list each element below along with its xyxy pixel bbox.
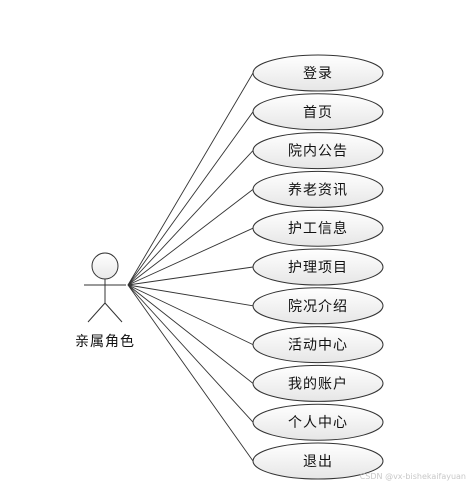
association-line <box>127 284 254 307</box>
actor-label: 亲属角色 <box>75 333 135 350</box>
use-case-ellipse <box>252 403 384 441</box>
association-line <box>127 72 254 286</box>
association-line <box>127 227 254 286</box>
watermark: CSDN @vx-bishekaifayuan <box>359 472 466 481</box>
use-case-label: 登录 <box>303 66 333 82</box>
actor-right-leg <box>104 302 123 323</box>
association-line <box>127 284 254 462</box>
use-case: 个人中心 <box>252 403 384 441</box>
use-case-label: 个人中心 <box>288 415 348 431</box>
use-case: 院况介绍 <box>252 287 384 325</box>
association-line <box>127 284 254 384</box>
use-case: 登录 <box>252 54 384 92</box>
association-line <box>127 189 254 286</box>
use-case: 退出 <box>252 442 384 480</box>
use-case-label: 我的账户 <box>288 375 348 392</box>
use-case: 我的账户 <box>252 364 384 402</box>
use-case-label: 退出 <box>303 454 333 470</box>
use-case-ellipse <box>252 209 384 247</box>
use-case: 养老资讯 <box>252 170 384 208</box>
use-case: 首页 <box>252 93 384 131</box>
actor-left-leg <box>87 302 106 323</box>
use-case-label: 院况介绍 <box>288 299 348 315</box>
use-case-label: 活动中心 <box>288 338 348 354</box>
association-lines <box>127 72 254 462</box>
use-case: 活动中心 <box>252 326 384 364</box>
use-case: 护工信息 <box>252 209 384 247</box>
use-case: 护理项目 <box>252 248 384 286</box>
use-case-ellipse <box>252 364 384 402</box>
use-case-ellipse <box>252 132 384 170</box>
use-case-ellipse <box>252 326 384 364</box>
association-line <box>127 284 254 346</box>
association-line <box>127 266 254 286</box>
actor-head <box>91 252 119 280</box>
use-case-label: 养老资讯 <box>288 182 348 198</box>
use-case-label: 护理项目 <box>288 260 348 276</box>
use-case-label: 首页 <box>303 105 333 121</box>
association-line <box>127 150 254 286</box>
use-case-label: 护工信息 <box>288 220 348 237</box>
use-case: 院内公告 <box>252 132 384 170</box>
use-case-ellipse <box>252 54 384 92</box>
use-case-label: 院内公告 <box>288 144 348 160</box>
association-line <box>127 111 254 286</box>
association-line <box>127 284 254 423</box>
actor-relative: 亲属角色 <box>75 252 135 350</box>
use-case-ellipse <box>252 248 384 286</box>
use-case-ellipse <box>252 287 384 325</box>
use-case-ellipse <box>252 93 384 131</box>
use-case-ellipse <box>252 170 384 208</box>
use-case-ellipse <box>252 442 384 480</box>
